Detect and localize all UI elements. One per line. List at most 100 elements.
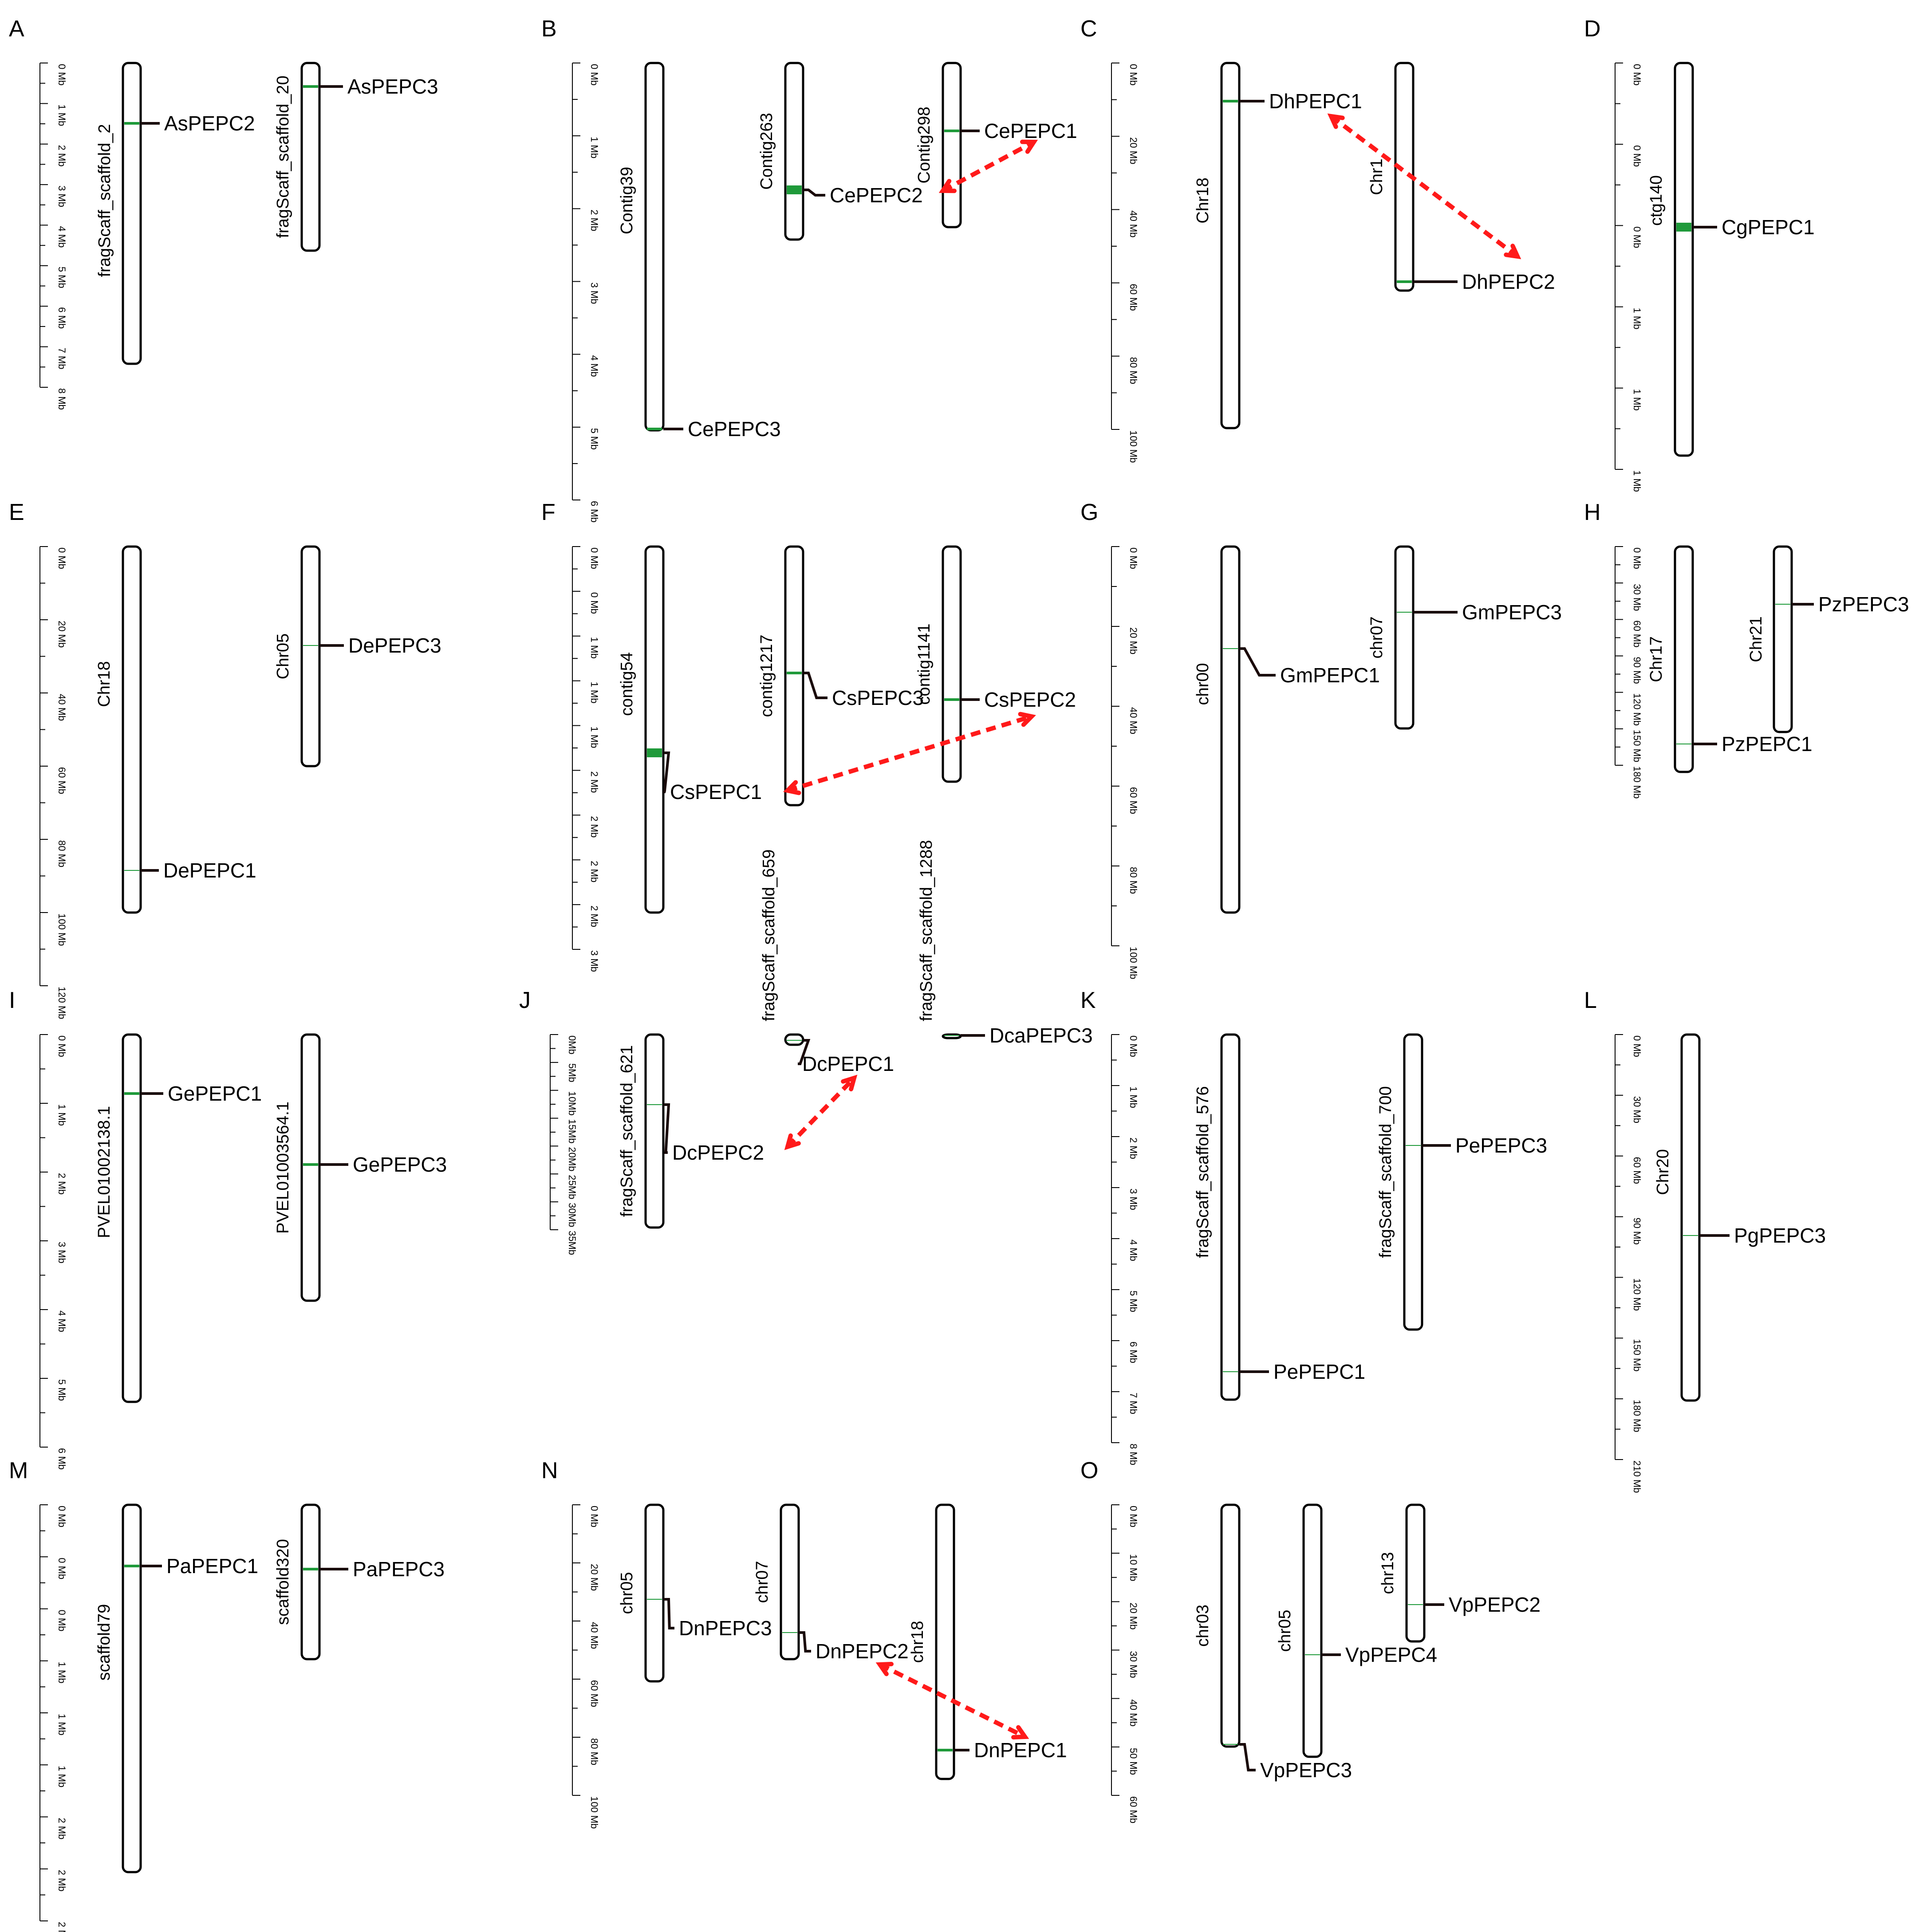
gene-label: GmPEPC1 (1280, 664, 1380, 687)
tick-label: 180 Mb (1631, 1400, 1643, 1432)
chromosome-bar (300, 1033, 321, 1302)
chromosome-name: Contig263 (757, 113, 776, 189)
tick-label: 2 Mb (56, 1870, 67, 1892)
tick-label: 40 Mb (589, 1622, 600, 1649)
gene-leader-line (1239, 647, 1276, 677)
duplication-link (786, 1076, 856, 1149)
gene-location-mark (944, 698, 959, 701)
tick-label: 100 Mb (1128, 947, 1139, 979)
chromosome-name: chr00 (1194, 663, 1212, 705)
tick-label: 5 Mb (56, 267, 67, 288)
tick-label: 8 Mb (1128, 1444, 1139, 1465)
chromosome-name: chr13 (1379, 1552, 1397, 1594)
panel-label: L (1584, 988, 1597, 1013)
gene-label: GmPEPC3 (1462, 601, 1562, 624)
chromosome-name: fragScaff_scaffold_700 (1376, 1086, 1395, 1258)
chromosome-bar (644, 1503, 665, 1683)
tick-label: 1 Mb (1631, 389, 1643, 411)
tick-label: 0Mb (567, 1035, 578, 1055)
gene-location-mark (1305, 1654, 1320, 1655)
gene-label: DePEPC3 (348, 634, 441, 657)
gene-label: PaPEPC1 (166, 1554, 258, 1578)
gene-location-mark (124, 1092, 139, 1095)
tick-label: 150 Mb (1631, 730, 1643, 762)
gene-label: CePEPC1 (984, 119, 1077, 142)
tick-label: 100 Mb (589, 1796, 600, 1829)
tick-label: 1 Mb (56, 104, 67, 126)
chromosome-name: PVEL01003564.1 (274, 1102, 292, 1234)
duplication-link (787, 714, 1032, 793)
tick-label: 120 Mb (1631, 693, 1643, 726)
tick-label: 120 Mb (56, 987, 67, 1019)
chromosome-name: fragScaff_scaffold_1288 (917, 840, 936, 1021)
tick-label: 100 Mb (1128, 430, 1139, 463)
gene-location-mark (1223, 648, 1238, 649)
tick-label: 8 Mb (56, 388, 67, 410)
tick-label: 60 Mb (1128, 787, 1139, 814)
chromosome-bar (1220, 1503, 1241, 1748)
chromosome-bar (122, 62, 142, 365)
gene-leader-line (798, 1039, 811, 1065)
gene-leader-line (663, 752, 670, 793)
tick-label: 2 Mb (589, 816, 600, 838)
tick-label: 6 Mb (589, 501, 600, 523)
tick-label: 40 Mb (1128, 210, 1139, 237)
gene-label: PgPEPC3 (1734, 1224, 1826, 1247)
gene-label: DcPEPC2 (672, 1141, 764, 1164)
tick-label: 2 Mb (589, 861, 600, 882)
chromosome-name: contig1217 (757, 635, 776, 717)
chromosome-name: chr03 (1194, 1605, 1212, 1647)
chromosome-bar (122, 1033, 142, 1403)
panel-label: G (1080, 500, 1098, 525)
chromosome-bar (1403, 1033, 1423, 1331)
panel-k: K0 Mb1 Mb2 Mb3 Mb4 Mb5 Mb6 Mb7 Mb8 Mbfra… (1080, 988, 1547, 1465)
duplication-link (1329, 114, 1519, 258)
tick-label: 20 Mb (56, 621, 67, 648)
tick-label: 20 Mb (1128, 137, 1139, 164)
tick-label: 1 Mb (56, 1662, 67, 1684)
duplication-link (879, 1662, 1026, 1739)
tick-label: 40 Mb (56, 694, 67, 721)
chromosome-name: PVEL01002138.1 (95, 1106, 114, 1238)
chromosome-name: Contig39 (618, 167, 636, 234)
tick-label: 0 Mb (589, 592, 600, 614)
gene-label: CsPEPC3 (832, 686, 924, 709)
chromosome-name: Chr17 (1647, 636, 1666, 682)
chromosome-name: fragScaff_scaffold_2 (95, 124, 114, 277)
chromosome-name: fragScaff_scaffold_20 (274, 75, 292, 238)
tick-label: 2 Mb (589, 771, 600, 793)
gene-label: DhPEPC2 (1462, 270, 1555, 293)
tick-label: 20 Mb (589, 1564, 600, 1591)
tick-label: 3 Mb (589, 283, 600, 304)
chromosome-name: Contig298 (915, 106, 934, 183)
chromosome-bar (1405, 1503, 1426, 1643)
tick-label: 0 Mb (1631, 226, 1643, 248)
gene-label: DePEPC1 (163, 859, 256, 882)
gene-location-mark (647, 1104, 662, 1105)
duplication-arrowhead (784, 1133, 801, 1150)
chromosome-name: Chr18 (95, 661, 114, 707)
tick-label: 0 Mb (1128, 1035, 1139, 1057)
gene-label: AsPEPC3 (347, 75, 438, 98)
gene-location-mark (124, 1565, 139, 1567)
tick-label: 0 Mb (1631, 547, 1643, 569)
panel-label: E (9, 500, 24, 525)
gene-location-mark (1223, 1744, 1238, 1745)
tick-label: 60 Mb (1128, 284, 1139, 311)
tick-label: 7 Mb (1128, 1393, 1139, 1414)
gene-label: DnPEPC1 (974, 1739, 1067, 1762)
chromosome-bar (935, 1503, 955, 1780)
chromosome: Contig298 CePEPC1 (915, 62, 1077, 228)
chromosome-bar (780, 1503, 800, 1660)
panel-m: M0 Mb0 Mb0 Mb1 Mb1 Mb1 Mb2 Mb2 Mb2 Mbsca… (9, 1458, 445, 1932)
tick-label: 40 Mb (1128, 707, 1139, 734)
tick-label: 1 Mb (1631, 470, 1643, 492)
tick-label: 10 Mb (1128, 1554, 1139, 1581)
